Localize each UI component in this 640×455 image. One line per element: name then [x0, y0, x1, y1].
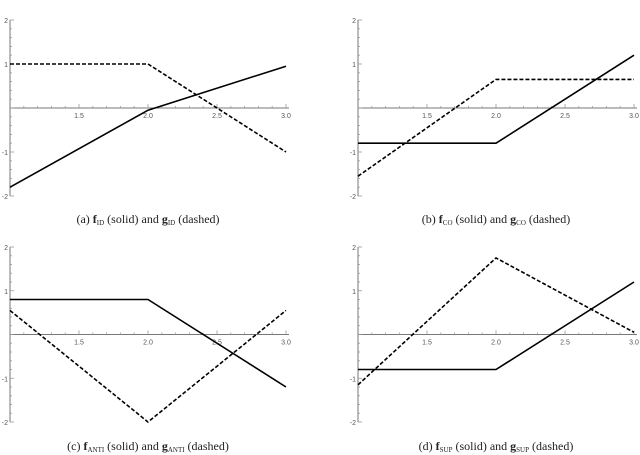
- y-tick-label: -2: [2, 194, 8, 201]
- series-dashed: [357, 78, 634, 177]
- x-tick-label: 2.5: [560, 340, 570, 347]
- x-tick-label: 2.5: [212, 113, 222, 120]
- x-tick-label: 3.0: [629, 113, 639, 120]
- x-tick-label: 3.0: [629, 340, 639, 347]
- y-tick-label: 1: [4, 289, 8, 296]
- x-tick-label: 3.0: [281, 340, 291, 347]
- y-tick-label: 1: [352, 289, 356, 296]
- y-tick-label: 1: [4, 62, 8, 69]
- chart-panel-b: 1.5 2.0 2.5 3.0 2 1 -1 -2: [350, 18, 639, 201]
- series-solid: [9, 65, 287, 188]
- caption-b: (b) fCO (solid) and gCO (dashed): [421, 212, 571, 227]
- y-tick-label: -1: [350, 150, 356, 157]
- y-tick-label: 2: [4, 245, 8, 252]
- series-dashed: [357, 256, 635, 386]
- chart-panel-d: 1.5 2.0 2.5 3.0 2 1 -1 -2: [350, 245, 639, 427]
- series-dashed: [10, 63, 287, 153]
- x-tick-label: 2.0: [491, 113, 501, 120]
- x-tick-label: 2.0: [491, 340, 501, 347]
- caption-d: (d) fSUP (solid) and gSUP (dashed): [418, 439, 574, 454]
- y-tick-label: -2: [2, 420, 8, 427]
- x-tick-label: 1.5: [74, 113, 84, 120]
- series-solid: [358, 54, 635, 144]
- y-tick-label: 1: [352, 62, 356, 69]
- series-solid: [10, 298, 287, 388]
- x-tick-label: 1.5: [422, 113, 432, 120]
- x-tick-label: 2.5: [560, 113, 570, 120]
- y-tick-label: 2: [4, 18, 8, 25]
- y-tick-label: -1: [2, 150, 8, 157]
- y-tick-label: -1: [350, 376, 356, 383]
- y-tick-label: 2: [352, 245, 356, 252]
- y-tick-label: -2: [350, 194, 356, 201]
- series-dashed: [9, 309, 287, 424]
- caption-c: (c) fANTI (solid) and gANTI (dashed): [67, 439, 229, 454]
- x-tick-label: 2.0: [143, 340, 153, 347]
- x-tick-label: 1.5: [74, 340, 84, 347]
- y-tick-label: -2: [350, 420, 356, 427]
- chart-panel-a: 1.5 2.0 2.5 3.0 2 1 -1 -2: [2, 18, 291, 201]
- y-tick-label: 2: [352, 18, 356, 25]
- x-tick-label: 3.0: [281, 113, 291, 120]
- x-tick-label: 2.0: [143, 113, 153, 120]
- series-solid: [358, 281, 635, 371]
- caption-a: (a) fID (solid) and gID (dashed): [76, 212, 220, 227]
- y-tick-label: -1: [2, 376, 8, 383]
- x-tick-label: 1.5: [422, 340, 432, 347]
